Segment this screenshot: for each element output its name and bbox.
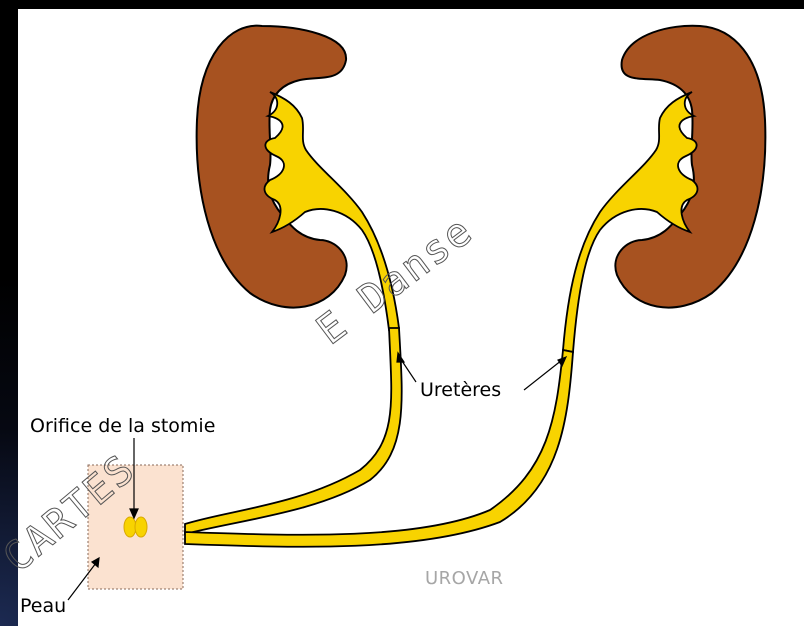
orifice-label: Orifice de la stomie: [30, 415, 215, 437]
ureteres-label: Uretères: [420, 379, 501, 401]
left-ureter: [185, 328, 402, 534]
credit-label: UROVAR: [425, 568, 504, 589]
peau-label: Peau: [20, 595, 66, 617]
right-kidney: [563, 26, 765, 352]
